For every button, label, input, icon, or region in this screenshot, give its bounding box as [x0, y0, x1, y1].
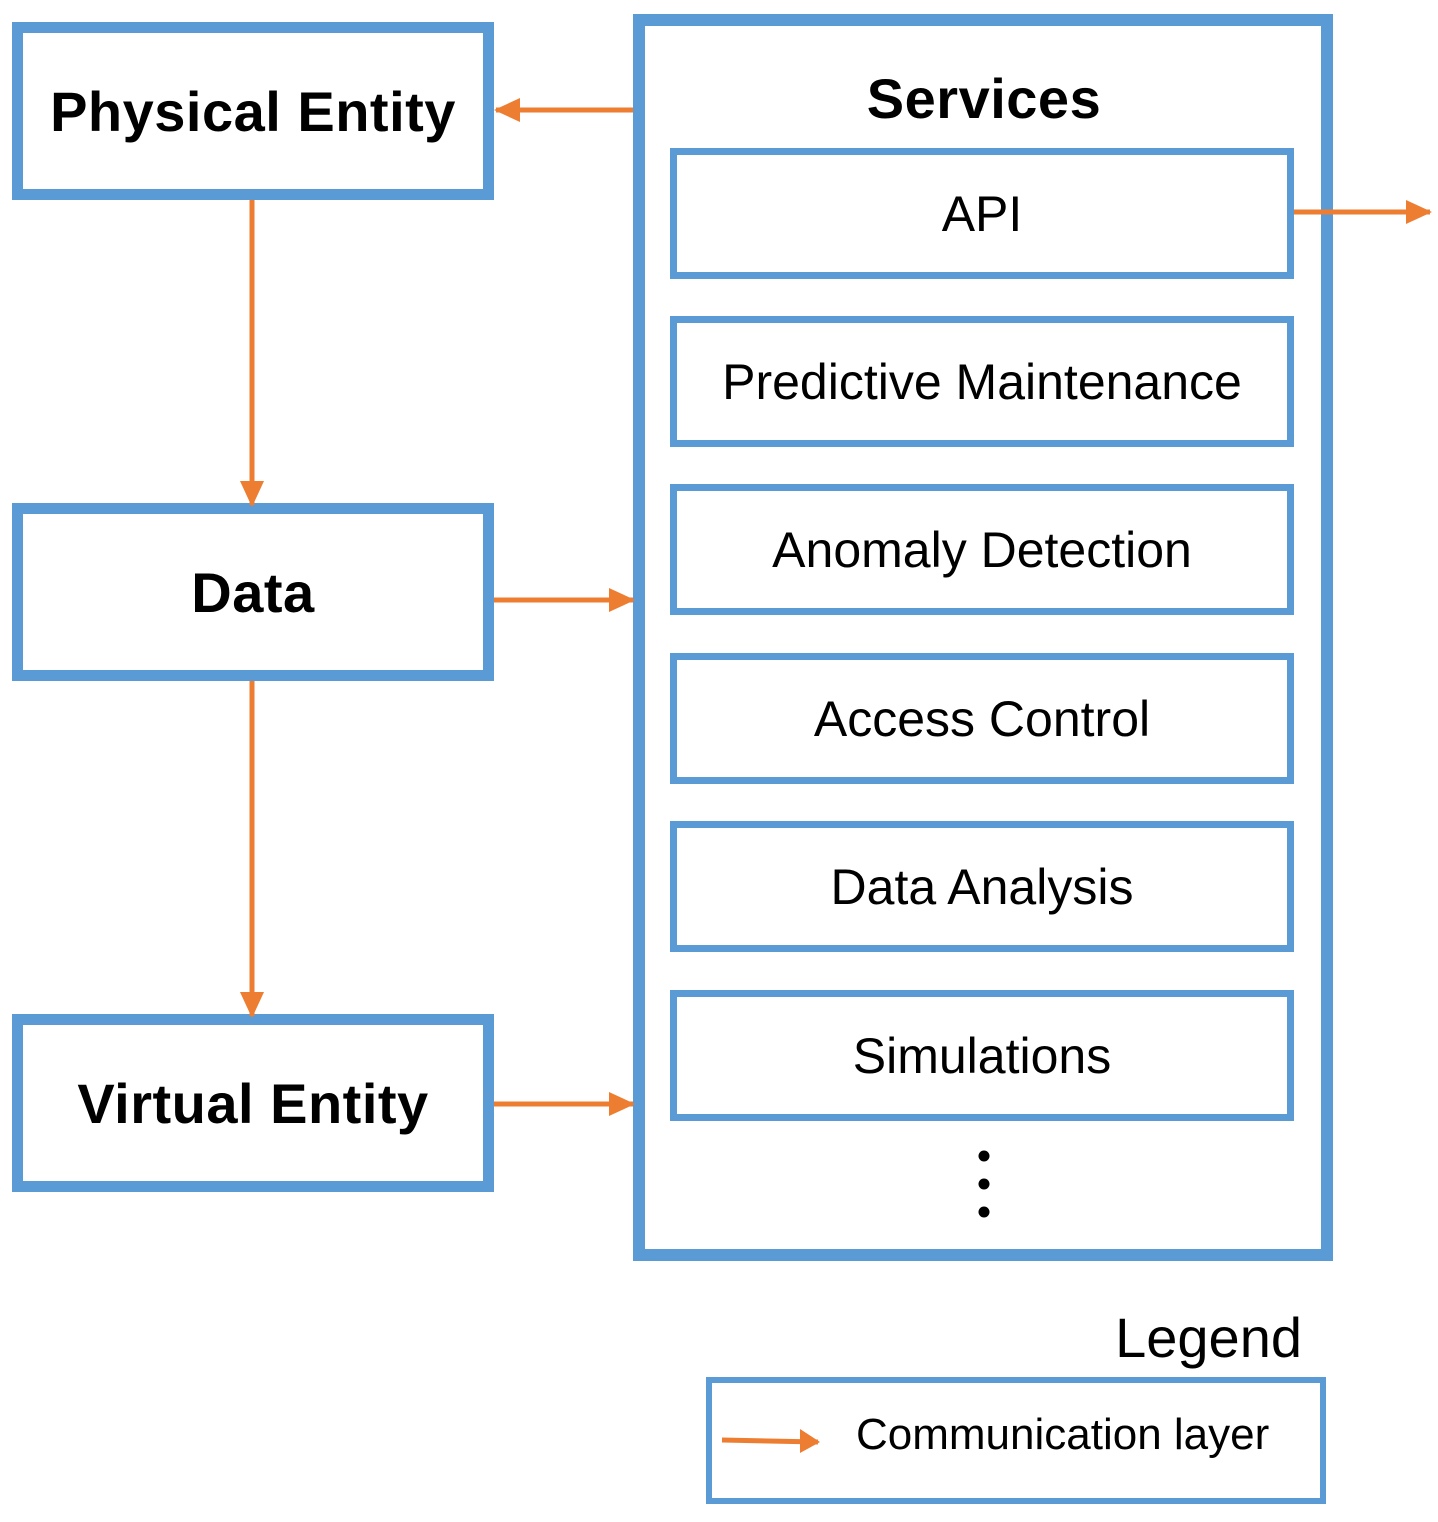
services-title: Services — [866, 67, 1102, 130]
legend-box — [706, 1377, 1326, 1504]
service-data-analysis-label: Data Analysis — [830, 858, 1134, 915]
physical-entity-label: Physical Entity — [50, 79, 456, 143]
more-services-ellipsis-icon — [978, 1150, 990, 1218]
service-predictive-maintenance-label: Predictive Maintenance — [722, 353, 1242, 410]
service-predictive-maintenance-box: Predictive Maintenance — [670, 316, 1294, 447]
service-simulations-label: Simulations — [852, 1027, 1112, 1084]
legend-title: Legend — [1115, 1306, 1302, 1369]
data-label: Data — [191, 560, 315, 624]
service-anomaly-detection-box: Anomaly Detection — [670, 484, 1294, 615]
virtual-entity-box: Virtual Entity — [12, 1014, 494, 1192]
service-api-label: API — [941, 185, 1023, 242]
service-access-control-box: Access Control — [670, 653, 1294, 784]
legend-communication-label: Communication layer — [856, 1410, 1270, 1459]
legend-arrow-icon — [721, 1429, 820, 1453]
virtual-entity-label: Virtual Entity — [77, 1071, 429, 1135]
data-box: Data — [12, 503, 494, 681]
physical-entity-box: Physical Entity — [12, 22, 494, 200]
service-data-analysis-box: Data Analysis — [670, 821, 1294, 952]
service-simulations-box: Simulations — [670, 990, 1294, 1121]
service-anomaly-detection-label: Anomaly Detection — [772, 521, 1192, 578]
service-api-box: API — [670, 148, 1294, 279]
service-access-control-label: Access Control — [813, 690, 1151, 747]
